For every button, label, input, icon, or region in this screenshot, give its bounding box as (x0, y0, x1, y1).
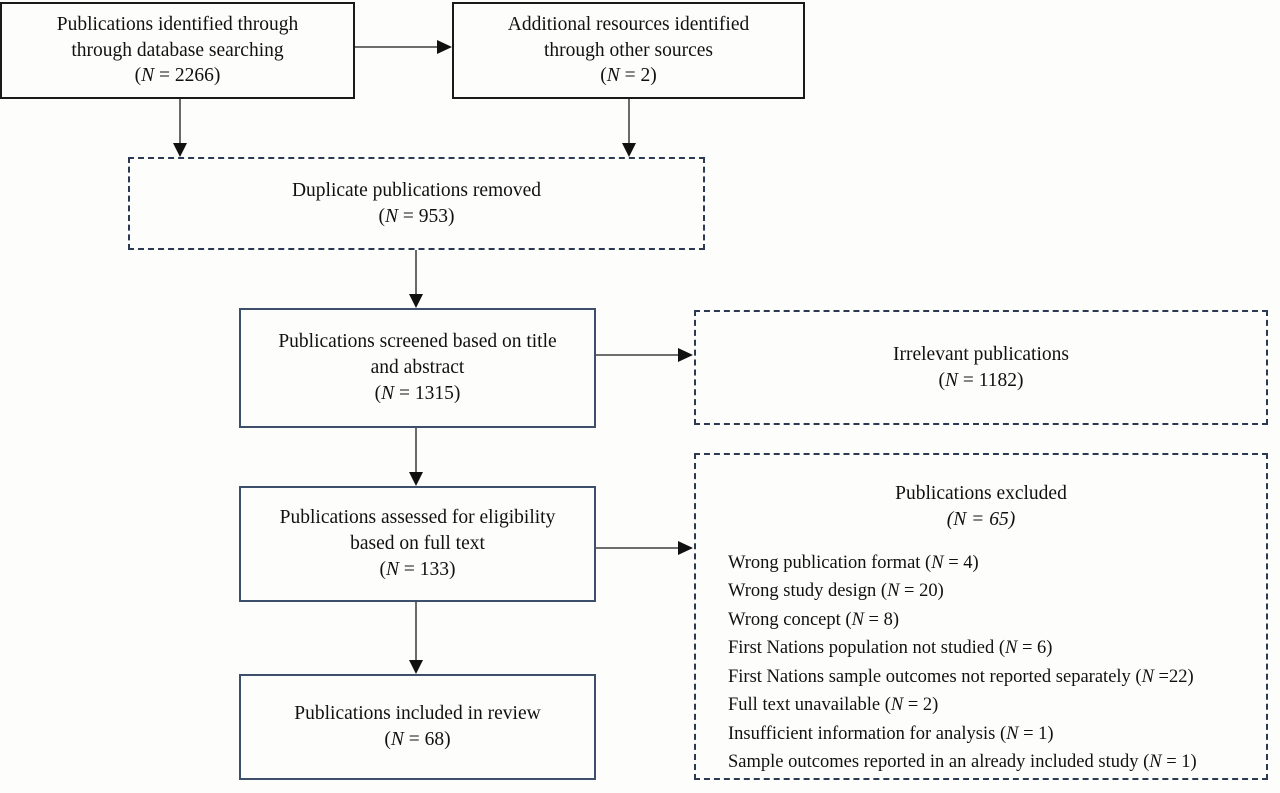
box-line-1: Additional resources identified (507, 13, 750, 35)
box-count: (N = 953) (378, 204, 454, 230)
n-symbol: N (390, 729, 404, 750)
reason-text: First Nations sample outcomes not report… (728, 666, 1142, 687)
box-count: (N = 68) (384, 727, 450, 753)
box-count: (N = 133) (379, 557, 455, 583)
reason-count: = 1) (1161, 752, 1197, 773)
box-line-1: Irrelevant publications (893, 343, 1069, 365)
n-value: = 68) (403, 729, 451, 750)
n-value: = 953) (398, 205, 455, 227)
box-publications-assessed-eligibility: Publications assessed for eligibility ba… (239, 486, 596, 602)
n-symbol: N (887, 581, 900, 602)
exclusion-reason: Sample outcomes reported in an already i… (728, 748, 1246, 776)
connector-screened-to-eligibility (409, 428, 423, 486)
n-symbol: N (953, 509, 967, 531)
reason-count: = 1) (1018, 723, 1054, 744)
n-value: = 2266) (154, 65, 221, 87)
reason-text: Wrong concept ( (728, 609, 852, 630)
reason-text: First Nations population not studied ( (728, 638, 1005, 659)
box-line-2: and abstract (370, 357, 465, 379)
paren-open: ( (374, 382, 382, 404)
box-publications-included-review: Publications included in review (N = 68) (239, 674, 596, 780)
box-line-1: Duplicate publications removed (291, 179, 542, 201)
exclusion-reason: First Nations sample outcomes not report… (728, 663, 1246, 691)
box-count: (N = 65) (696, 507, 1266, 533)
exclusion-reason-list: Wrong publication format (N = 4) Wrong s… (728, 549, 1246, 777)
box-count: (N = 1182) (938, 368, 1023, 394)
box-duplicate-publications-removed: Duplicate publications removed (N = 953) (128, 157, 705, 250)
box-additional-resources: Additional resources identified through … (452, 2, 805, 99)
n-value: = 1315) (394, 382, 461, 404)
reason-count: = 2) (903, 695, 939, 716)
n-symbol: N (141, 65, 155, 87)
reason-text: Insufficient information for analysis ( (728, 723, 1007, 744)
n-symbol: N (890, 695, 904, 716)
box-count: (N = 2) (600, 63, 657, 89)
reason-count: = 8) (863, 609, 900, 630)
box-count: (N = 1315) (375, 381, 461, 407)
box-line-1: Publications assessed for eligibility (279, 507, 556, 529)
n-symbol: N (1004, 638, 1018, 659)
box-line-1: Publications identified through (56, 13, 299, 35)
connector-additional-to-duplicates (622, 99, 636, 157)
exclusion-reason: Wrong study design (N = 20) (728, 577, 1246, 605)
connector-identified-to-additional (355, 40, 452, 54)
paren-open: ( (600, 65, 607, 87)
paren-open: ( (938, 369, 945, 391)
paren-open: ( (946, 509, 954, 531)
exclusion-reason: First Nations population not studied (N … (728, 634, 1246, 662)
n-symbol: N (606, 65, 620, 87)
n-symbol: N (385, 558, 399, 580)
n-symbol: N (851, 609, 864, 630)
excluded-header: Publications excluded (N = 65) (696, 481, 1266, 533)
connector-eligibility-to-excluded (596, 541, 693, 555)
reason-text: Sample outcomes reported in an already i… (728, 752, 1150, 773)
n-symbol: N (384, 205, 398, 227)
n-symbol: N (1006, 723, 1019, 744)
n-symbol: N (944, 369, 958, 391)
n-symbol: N (931, 553, 944, 573)
exclusion-reason: Wrong publication format (N = 4) (728, 549, 1246, 577)
paren-open: ( (379, 558, 386, 580)
connector-identified-to-duplicates (173, 99, 187, 157)
reason-text: Wrong study design ( (728, 581, 888, 602)
box-irrelevant-publications: Irrelevant publications (N = 1182) (694, 310, 1268, 425)
box-line-1: Publications excluded (895, 483, 1067, 504)
reason-count: =22) (1153, 666, 1194, 687)
reason-count: = 4) (943, 553, 979, 573)
n-value: = 1182) (957, 369, 1024, 391)
exclusion-reason: Insufficient information for analysis (N… (728, 720, 1246, 748)
paren-open: ( (378, 205, 385, 227)
n-value: = 2) (619, 65, 657, 87)
exclusion-reason: Wrong concept (N = 8) (728, 606, 1246, 634)
box-publications-excluded: Publications excluded (N = 65) Wrong pub… (694, 453, 1268, 780)
reason-count: = 6) (1017, 638, 1053, 659)
box-line-1: Publications included in review (294, 703, 541, 725)
connector-duplicates-to-screened (409, 250, 423, 308)
connector-eligibility-to-included (409, 602, 423, 674)
box-count: (N = 2266) (135, 63, 221, 89)
paren-open: ( (384, 729, 391, 750)
box-publications-identified-database: Publications identified through through … (0, 2, 355, 99)
box-line-1: Publications screened based on title (278, 331, 557, 353)
n-value: = 65) (966, 509, 1016, 531)
paren-open: ( (134, 65, 142, 87)
reason-text: Full text unavailable ( (728, 695, 891, 716)
reason-text: Wrong publication format ( (728, 553, 932, 573)
connector-screened-to-irrelevant (596, 348, 693, 362)
box-line-2: through other sources (544, 39, 713, 61)
n-symbol: N (1141, 666, 1154, 687)
box-publications-screened: Publications screened based on title and… (239, 308, 596, 428)
n-value: = 133) (399, 558, 456, 580)
box-line-2: based on full text (350, 533, 485, 555)
n-symbol: N (381, 382, 395, 404)
box-line-2: through database searching (71, 39, 284, 61)
n-symbol: N (1149, 752, 1162, 773)
reason-count: = 20) (899, 581, 944, 602)
exclusion-reason: Full text unavailable (N = 2) (728, 691, 1246, 719)
